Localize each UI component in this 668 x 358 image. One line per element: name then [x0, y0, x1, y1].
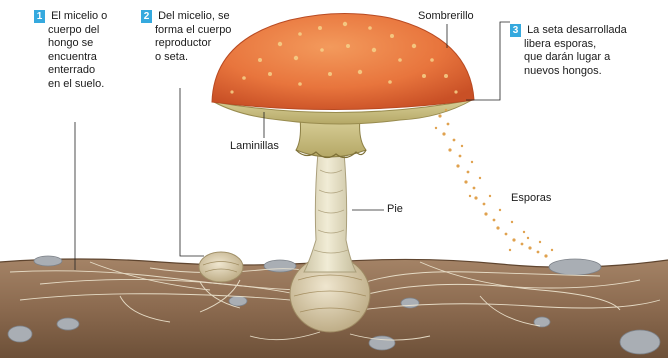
label-sombrerillo: Sombrerillo [418, 10, 474, 22]
callout-text-line: hongo se [34, 37, 134, 51]
callout-text-line: o seta. [141, 51, 261, 65]
callout-esporas: 3 La seta desarrollada libera esporas, q… [510, 24, 660, 78]
callout-number: 3 [510, 24, 521, 37]
callout-text-line: encuentra [34, 51, 134, 65]
callout-text-line: enterrado [34, 64, 134, 78]
callout-text-line: nuevos hongos. [510, 65, 660, 79]
callout-number: 2 [141, 10, 152, 23]
callout-micelio: 1 El micelio o cuerpo del hongo se encue… [34, 10, 134, 91]
callout-number: 1 [34, 10, 45, 23]
leader-seta [180, 88, 204, 256]
callout-text-line: La seta desarrollada [527, 24, 627, 36]
callout-text-line: que darán lugar a [510, 51, 660, 65]
callout-text-line: en el suelo. [34, 78, 134, 92]
young-mushroom-bud [199, 252, 243, 282]
label-laminillas: Laminillas [230, 140, 279, 152]
mushroom-stem [304, 152, 356, 272]
callout-text-line: El micelio o [51, 10, 107, 22]
callout-text-line: cuerpo del [34, 24, 134, 38]
label-esporas: Esporas [511, 192, 551, 204]
callout-text-line: libera esporas, [510, 38, 660, 52]
callout-seta: 2 Del micelio, se forma el cuerpo reprod… [141, 10, 261, 64]
callout-text-line: Del micelio, se [158, 10, 230, 22]
label-pie: Pie [387, 203, 403, 215]
callout-text-line: forma el cuerpo [141, 24, 261, 38]
callout-text-line: reproductor [141, 37, 261, 51]
spores [435, 109, 553, 258]
